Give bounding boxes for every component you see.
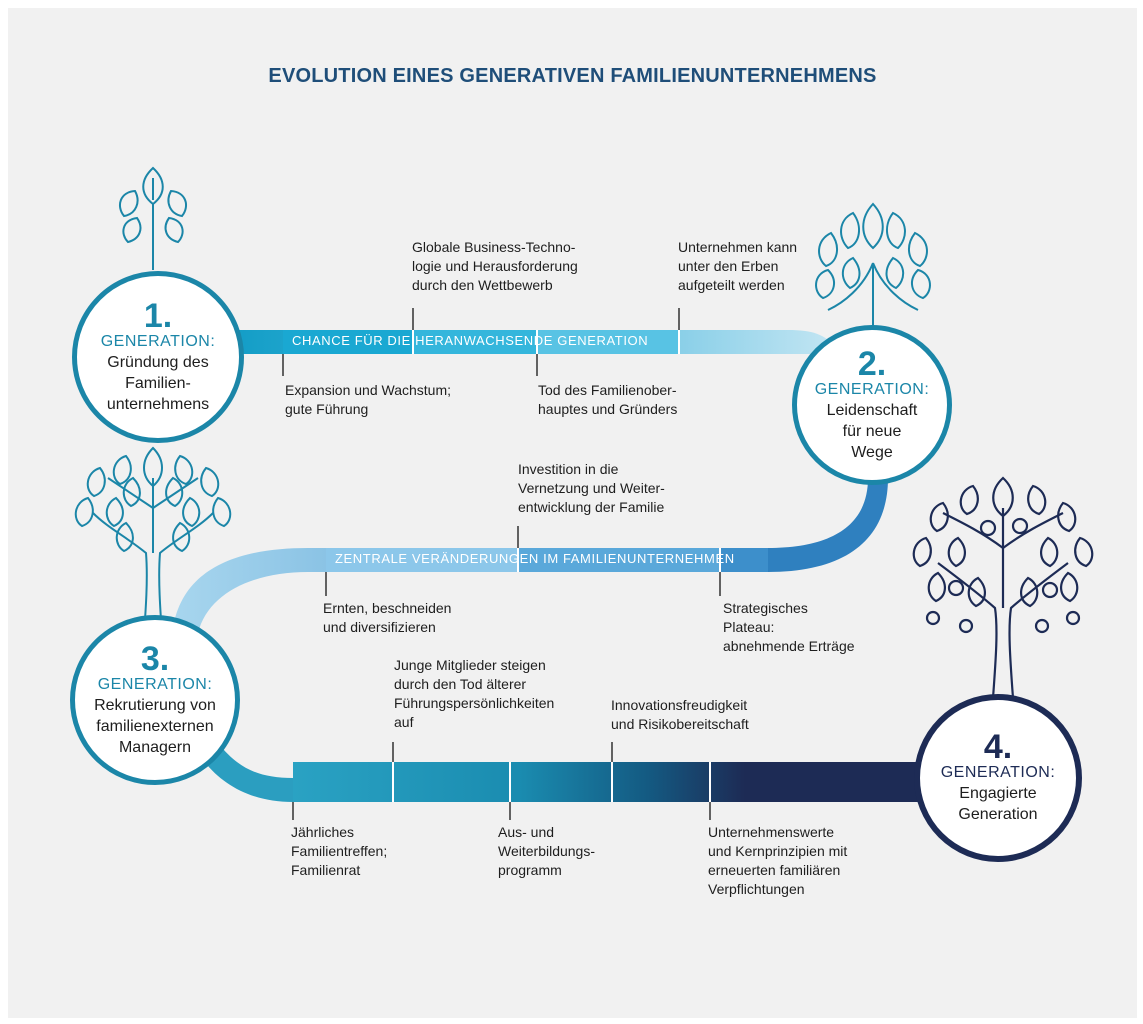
generation-4-number: 4.: [983, 728, 1013, 766]
diagram-canvas: EVOLUTION EINES GENERATIVEN FAMILIENUNTE…: [8, 8, 1137, 1018]
generation-3-number: 3.: [140, 639, 170, 678]
generation-4-label: GENERATION:: [940, 764, 1056, 781]
milestone-top-above-1: Globale Business-Techno- logie und Herau…: [412, 239, 578, 293]
generation-2-number: 2.: [857, 344, 887, 383]
fruit-tree-icon: [912, 476, 1094, 699]
middle-banner-text: ZENTRALE VERÄNDERUNGEN IM FAMILIENUNTERN…: [335, 551, 735, 566]
generation-1-number: 1.: [143, 296, 173, 335]
generation-1-label: GENERATION:: [100, 332, 216, 350]
generation-1-circle: 1. GENERATION: Gründung des Familien- un…: [72, 271, 244, 443]
milestone-bottom-below-1: Jährliches Familientreffen; Familienrat: [291, 824, 388, 878]
milestone-ticks: [282, 308, 721, 820]
bottom-path-band: [203, 743, 938, 802]
top-banner-text: CHANCE FÜR DIE HERANWACHSENDE GENERATION: [292, 333, 649, 348]
milestone-top-below-1: Expansion und Wachstum; gute Führung: [285, 382, 452, 417]
milestone-bottom-above-2: Innovationsfreudigkeit und Risikobereits…: [611, 697, 749, 732]
young-tree-icon: [815, 202, 931, 333]
generation-2-label: GENERATION:: [814, 380, 930, 398]
milestone-top-below-2: Tod des Familienober- hauptes und Gründe…: [538, 382, 678, 417]
milestone-middle-below-2: Strategisches Plateau: abnehmende Erträg…: [723, 600, 855, 654]
generation-1-text: Gründung des Familien- unternehmens: [106, 353, 210, 413]
milestone-bottom-below-3: Unternehmenswerte und Kernprinzipien mit…: [708, 824, 848, 897]
generation-2-circle: 2. GENERATION: Leidenschaft für neue Weg…: [792, 325, 952, 485]
middle-path-band: [173, 548, 768, 633]
milestone-bottom-below-2: Aus- und Weiterbildungs- programm: [498, 824, 596, 878]
generation-3-label: GENERATION:: [97, 675, 213, 693]
generation-4-circle: 4. GENERATION: Engagierte Generation: [914, 694, 1082, 862]
band-dividers: [392, 330, 721, 802]
diagram-artwork: [74, 166, 1094, 820]
generation-3-text: Rekrutierung von familienexternen Manage…: [94, 696, 216, 756]
generation-4-text: Engagierte Generation: [958, 785, 1038, 823]
page-title: EVOLUTION EINES GENERATIVEN FAMILIENUNTE…: [268, 65, 877, 87]
milestone-bottom-above-1: Junge Mitglieder steigen durch den Tod ä…: [394, 657, 555, 730]
generation-2-text: Leidenschaft für neue Wege: [826, 401, 918, 461]
milestone-middle-above-1: Investition in die Vernetzung und Weiter…: [518, 461, 665, 515]
top-path-band: [208, 330, 838, 354]
generation-3-circle: 3. GENERATION: Rekrutierung von familien…: [70, 615, 240, 785]
connector-2-3: [768, 478, 888, 572]
milestone-top-above-2: Unternehmen kann unter den Erben aufgete…: [678, 239, 798, 293]
sprout-icon: [119, 166, 187, 270]
milestone-middle-below-1: Ernten, beschneiden und diversifizieren: [323, 600, 452, 635]
